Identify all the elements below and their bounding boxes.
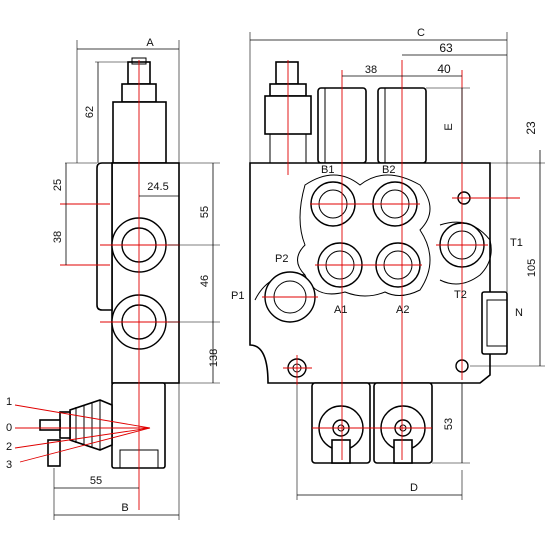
dim-c-label: C (417, 27, 425, 39)
dim-38-label: 38 (52, 231, 64, 243)
port-label-a1: A1 (334, 304, 347, 316)
lever-handle (39, 419, 61, 431)
side-flange (96, 162, 113, 311)
dim-40-label: 40 (437, 62, 451, 76)
spool-lever-stub-1 (331, 439, 351, 464)
lever-position-3: 3 (6, 459, 12, 471)
lever-line-1 (14, 404, 151, 429)
dim-105-label: 105 (526, 259, 538, 277)
port-label-b2: B2 (382, 164, 395, 176)
side-view: A 62 25 38 24.5 55 46 138 55 B (6, 37, 220, 520)
dim-138-label: 138 (208, 349, 220, 367)
upper-housing (112, 101, 167, 164)
dim-24-5-label: 24.5 (147, 181, 168, 193)
dim-63-label: 63 (439, 41, 453, 55)
relief-valve-cap (275, 61, 299, 85)
dim-55b-label: 55 (90, 475, 102, 487)
lever-position-1: 1 (6, 396, 12, 408)
dim-62-label: 62 (84, 106, 96, 118)
lever-position-0: 0 (6, 422, 12, 434)
lever-position-2: 2 (6, 441, 12, 453)
dim-38-top-label: 38 (365, 64, 377, 76)
lever-line-2 (14, 427, 151, 449)
port-label-n: N (515, 307, 523, 319)
dim-b-label: B (121, 502, 128, 514)
side-outlet-n-inner (486, 299, 508, 347)
spool-lever-stub-2 (393, 439, 413, 464)
dim-53-label: 53 (443, 418, 455, 430)
boot-folds (75, 400, 101, 450)
port-label-p1: P1 (231, 290, 244, 302)
dim-25-label: 25 (52, 179, 64, 191)
lever-knob (59, 411, 71, 439)
dim-d-label: D (410, 482, 418, 494)
port-label-a2: A2 (396, 304, 409, 316)
dim-e-label: E (443, 123, 455, 130)
dim-a-label: A (146, 37, 154, 49)
port-cluster-outline (297, 174, 431, 297)
port-label-b1: B1 (321, 164, 334, 176)
dim-23-label: 23 (524, 121, 538, 135)
port-label-t2: T2 (454, 289, 467, 301)
port-label-t1: T1 (510, 237, 523, 249)
dim-46-label: 46 (199, 275, 211, 287)
lever-line-3 (19, 427, 151, 463)
front-view: C 63 38 40 E 23 105 53 D B1 B2 A1 (231, 27, 545, 500)
side-outlet-n (481, 291, 508, 355)
front-main-body (249, 162, 491, 384)
dim-55-label: 55 (199, 206, 211, 218)
port-label-p2: P2 (275, 253, 288, 265)
